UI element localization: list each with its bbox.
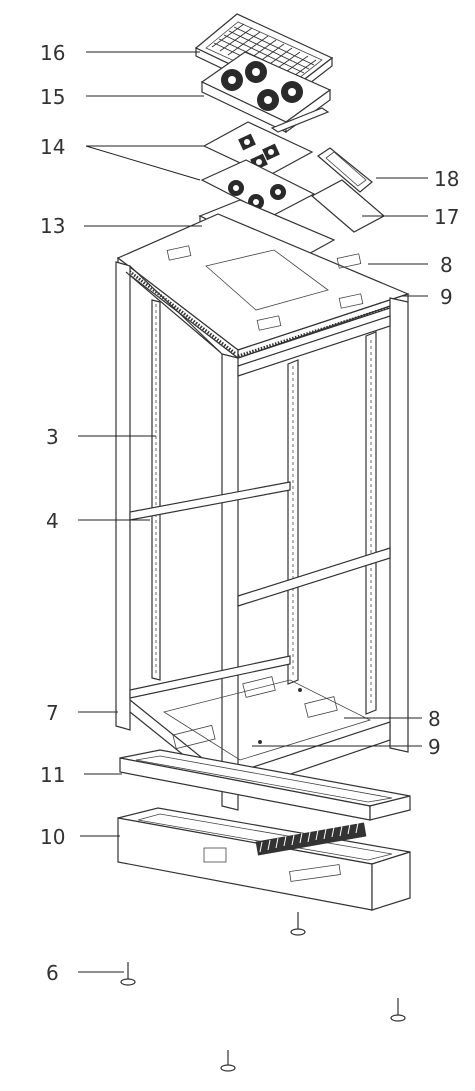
callout-11: 11 — [40, 763, 65, 787]
cabinet-floor — [162, 676, 372, 761]
callout-3: 3 — [46, 425, 59, 449]
callout-17: 17 — [434, 205, 459, 229]
fan-panel-lower — [200, 159, 316, 217]
levelling-foot-center — [290, 912, 306, 936]
fan-tray-unit — [200, 51, 332, 134]
cable-entry-bracket — [317, 147, 373, 193]
base-frame — [117, 807, 411, 911]
levelling-foot-bottom — [220, 1050, 236, 1072]
leader-lines — [78, 51, 428, 973]
callout-8-bottom: 8 — [428, 707, 441, 731]
levelling-foot-right — [390, 998, 406, 1022]
callout-16: 16 — [40, 41, 65, 65]
callout-13: 13 — [40, 214, 65, 238]
blanking-plate — [310, 179, 386, 233]
callout-14: 14 — [40, 135, 65, 159]
callout-4: 4 — [46, 509, 59, 533]
callout-10: 10 — [40, 825, 65, 849]
callout-18: 18 — [434, 167, 459, 191]
callout-15: 15 — [40, 85, 65, 109]
callout-8-top: 8 — [440, 253, 453, 277]
plinth-upper — [119, 749, 411, 821]
cabinet-roof — [116, 213, 410, 360]
levelling-foot-left — [120, 962, 136, 986]
callout-7: 7 — [46, 701, 59, 725]
callout-9-top: 9 — [440, 285, 453, 309]
callout-6: 6 — [46, 961, 59, 985]
callout-9-bottom: 9 — [428, 735, 441, 759]
